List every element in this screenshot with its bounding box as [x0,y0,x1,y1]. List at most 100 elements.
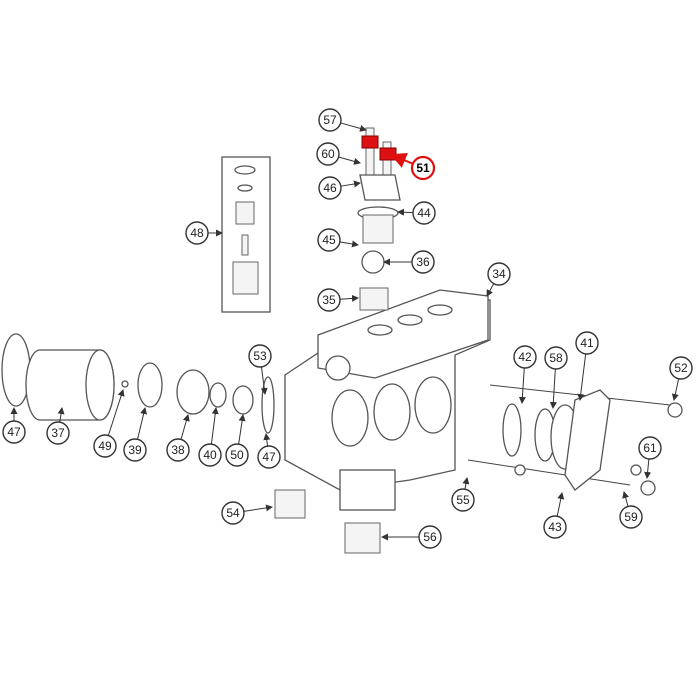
callout-circle [317,228,341,252]
callout-label: 36 [416,255,430,269]
callout-circle [225,443,249,467]
callout-44: 44 [397,201,436,225]
callout-51: 51 [390,153,436,181]
leader-line [243,504,273,512]
leader-line [462,477,470,490]
leader-line [180,414,190,440]
callout-label: 46 [323,181,337,195]
callout-label: 41 [580,336,594,350]
callout-label: 50 [230,448,244,462]
leader-line [549,368,557,409]
callout-label: 57 [323,113,337,127]
callout-label: 60 [321,147,335,161]
leader-line [486,283,495,297]
callout-label: 47 [7,425,21,439]
callout-circle [543,515,567,539]
callout-circle [412,201,436,225]
callout-label: 52 [674,361,688,375]
callout-label: 51 [416,161,430,175]
callout-39: 39 [123,407,148,462]
leader-line [137,407,148,440]
callout-label: 58 [549,351,563,365]
callout-circle [316,142,340,166]
leader-line [556,492,565,517]
pump-manifold-body [284,289,491,511]
callout-57: 57 [318,108,367,132]
callout-36: 36 [383,250,435,274]
callout-circle [166,438,190,462]
callout-60: 60 [316,142,361,166]
callout-circle [411,250,435,274]
leader-line [622,491,629,507]
callout-circle [669,356,693,380]
callout-label: 45 [322,233,336,247]
callout-circle [451,488,475,512]
callout-circle [221,501,245,525]
callout-42: 42 [513,345,537,404]
leader-line [263,433,271,447]
callout-circle [93,434,117,458]
callout-50: 50 [225,414,249,467]
callout-circle [513,345,537,369]
callout-58: 58 [544,346,568,409]
leader-line [577,353,587,401]
callout-circle [317,288,341,312]
callout-59: 59 [619,491,643,529]
callout-label: 47 [262,450,276,464]
callout-label: 34 [492,267,506,281]
callout-circle [418,525,442,549]
callout-label: 37 [51,426,65,440]
callout-label: 61 [643,441,657,455]
callout-45: 45 [317,228,359,252]
leader-line [260,366,268,395]
callout-61: 61 [638,436,662,479]
callout-circle [248,344,272,368]
callout-circle [123,438,147,462]
callout-label: 55 [456,493,470,507]
leader-line [57,407,65,423]
callout-41: 41 [575,331,599,401]
callout-label: 44 [417,206,431,220]
leader-line [644,458,652,479]
callout-label: 49 [98,439,112,453]
callout-52: 52 [669,356,693,401]
callout-label: 35 [322,293,336,307]
callout-circle [575,331,599,355]
leader-line [339,240,359,248]
callout-circle [487,262,511,286]
callout-48: 48 [185,221,223,245]
callout-label: 38 [171,443,185,457]
leader-line [340,122,367,132]
callout-label: 39 [128,443,142,457]
leader-line [397,208,414,216]
leader-line [390,153,414,168]
callout-circle [185,221,209,245]
callout-35: 35 [317,288,359,312]
leader-line [518,367,526,404]
leader-line [671,378,680,401]
callout-circle [318,108,342,132]
callout-47: 47 [257,433,281,469]
callout-label: 53 [253,349,267,363]
leader-line [107,389,125,436]
callout-49: 49 [93,389,125,458]
leader-line [210,407,219,445]
callout-38: 38 [166,414,190,462]
callout-circle [2,420,26,444]
callout-46: 46 [318,176,361,200]
callout-label: 43 [548,520,562,534]
callout-40: 40 [198,407,222,467]
callout-circle [638,436,662,460]
leader-line [338,156,361,165]
callout-label: 42 [518,350,532,364]
callout-label: 40 [203,448,217,462]
callout-label: 59 [624,510,638,524]
callout-label: 54 [226,506,240,520]
callout-circle [318,176,342,200]
callout-53: 53 [248,344,272,395]
callout-circle [619,505,643,529]
callout-37: 37 [46,407,70,445]
